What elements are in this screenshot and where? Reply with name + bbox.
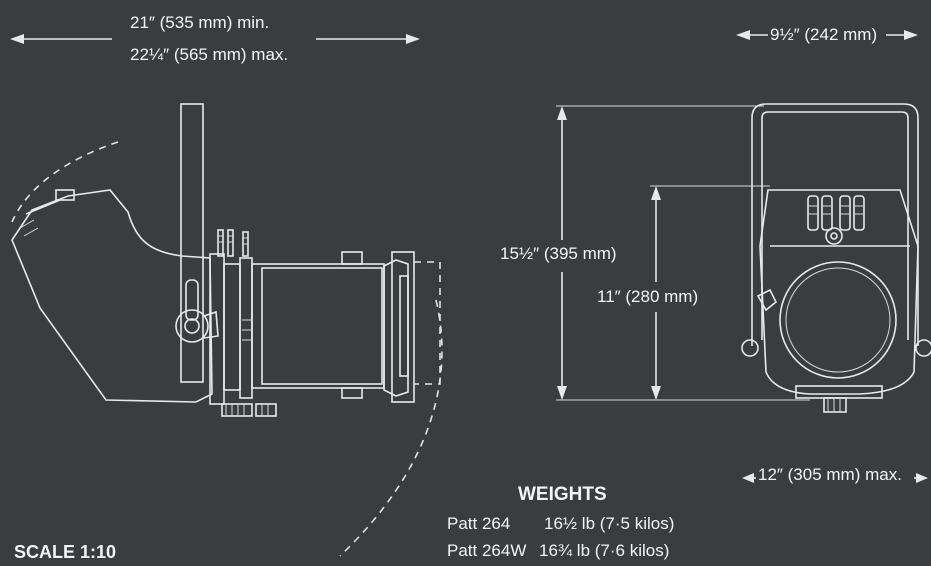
length-max-label: 22¼″ (565 mm) max. — [130, 45, 289, 64]
side-view-luminaire — [11, 103, 443, 557]
length-min-label: 21″ (535 mm) min. — [130, 13, 270, 32]
lamp-housing — [11, 189, 213, 403]
front-swing-arc — [339, 299, 443, 557]
weight-model: Patt 264 — [447, 514, 511, 533]
weights-heading: WEIGHTS — [518, 484, 607, 505]
yoke-arm — [180, 103, 204, 383]
weight-value: 16¾ lb (7·6 kilos) — [539, 541, 670, 560]
width-bottom-label: 12″ (305 mm) max. — [758, 465, 902, 484]
rear-swing-arc — [11, 141, 119, 223]
weight-value: 16½ lb (7·5 kilos) — [544, 514, 675, 533]
front-yoke — [751, 103, 919, 346]
width-top-label: 9½″ (242 mm) — [770, 25, 878, 44]
front-view-luminaire — [556, 30, 931, 483]
height-total-label: 15½″ (395 mm) — [500, 244, 617, 263]
weight-model: Patt 264W — [447, 541, 527, 560]
scale-label: SCALE 1:10 — [14, 542, 117, 562]
lens-circle — [779, 261, 897, 379]
height-body-label: 11″ (280 mm) — [597, 287, 699, 306]
lens-tube — [251, 263, 385, 389]
front-housing — [759, 189, 919, 395]
length-dimension-arrows — [10, 34, 420, 44]
